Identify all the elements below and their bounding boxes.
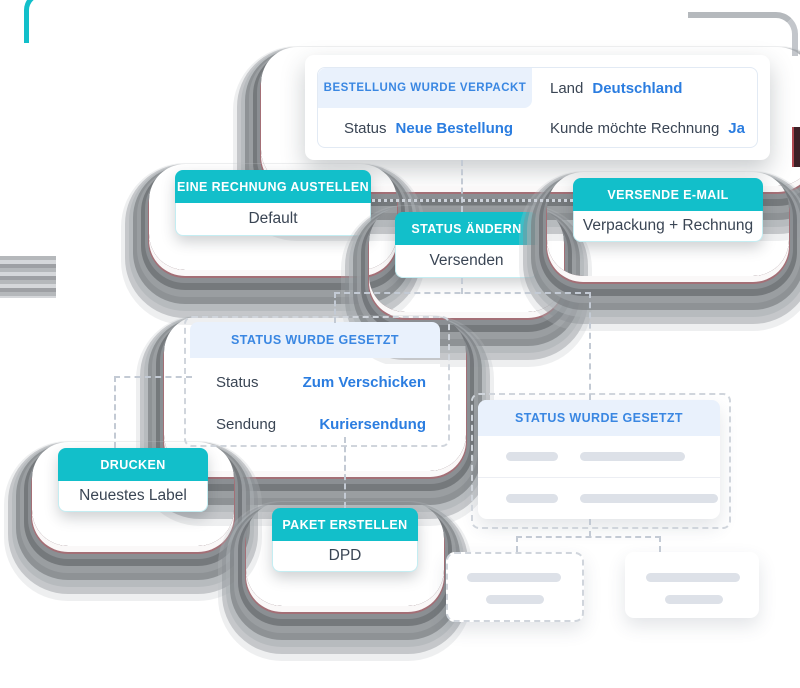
connector-rechts-down: [589, 519, 591, 537]
field-label: Kunde möchte Rechnung: [550, 119, 720, 137]
drop-zone-outline-status-rechts: [471, 393, 731, 529]
connector-to-status-links: [334, 292, 336, 323]
node-eine-rechnung-austellen[interactable]: EINE RECHNUNG AUSTELLEN Default: [175, 170, 371, 236]
connector-statusaendern-down: [461, 278, 463, 294]
node-paket-erstellen[interactable]: PAKET ERSTELLEN DPD: [272, 508, 418, 572]
node-placeholder-right[interactable]: [625, 552, 759, 618]
node-versende-email[interactable]: VERSENDE E-MAIL Verpackung + Rechnung: [573, 178, 763, 242]
row-divider: [478, 477, 720, 478]
clipped-card-corner-artifact: [24, 0, 85, 43]
node-header: EINE RECHNUNG AUSTELLEN: [175, 170, 371, 203]
field-value: Kuriersendung: [319, 415, 426, 433]
placeholder-line: [580, 494, 718, 503]
connector-rechts-branch-h: [516, 536, 661, 538]
node-value: Versenden: [395, 245, 538, 278]
node-header: PAKET ERSTELLEN: [272, 508, 418, 541]
placeholder-line: [506, 494, 558, 503]
node-header: VERSENDE E-MAIL: [573, 178, 763, 211]
node-status-wurde-gesetzt-rechts[interactable]: STATUS WURDE GESETZT: [478, 400, 720, 519]
node-value: DPD: [272, 541, 418, 572]
connector-top-to-statusaendern: [461, 160, 463, 212]
node-header: STATUS WURDE GESETZT: [478, 400, 720, 436]
connector-to-paket: [344, 437, 346, 508]
field-invoice: Kunde möchte Rechnung Ja: [550, 120, 745, 137]
placeholder-line: [665, 595, 723, 604]
field-value: Neue Bestellung: [395, 119, 514, 137]
field-label: Status: [216, 373, 259, 391]
info-row-2: Status Neue Bestellung Kunde möchte Rech…: [318, 108, 757, 148]
field-land: Land Deutschland: [550, 80, 682, 97]
connector-elbow-drucken-h: [114, 376, 192, 378]
node-header: DRUCKEN: [58, 448, 208, 481]
field-status: Status Neue Bestellung: [344, 120, 550, 137]
placeholder-line: [467, 573, 561, 582]
node-drucken[interactable]: DRUCKEN Neuestes Label: [58, 448, 208, 512]
field-label: Land: [550, 79, 584, 97]
connector-horizontal-mid: [334, 292, 591, 294]
node-placeholder-left[interactable]: [446, 552, 584, 622]
clipped-shadow-artifact: [688, 12, 798, 56]
placeholder-line: [646, 573, 740, 582]
field-value: Ja: [728, 119, 745, 137]
connector-horizontal-dotted: [372, 199, 573, 202]
clipped-edge-artifact: [792, 127, 800, 167]
node-header: STATUS WURDE GESETZT: [190, 322, 440, 358]
connector-branch-right: [659, 536, 661, 552]
field-label: Sendung: [216, 415, 277, 433]
shadow-streaks-artifact: [0, 256, 56, 298]
placeholder-line: [486, 595, 544, 604]
node-bestellung-wurde-verpackt[interactable]: BESTELLUNG WURDE VERPACKT Land Deutschla…: [305, 55, 770, 160]
field-value: Deutschland: [592, 79, 683, 97]
connector-elbow-drucken-v: [114, 376, 116, 448]
connector-branch-left: [516, 536, 518, 552]
field-row: Sendung Kuriersendung: [190, 406, 440, 442]
node-value: Neuestes Label: [58, 481, 208, 512]
placeholder-line: [580, 452, 685, 461]
node-status-aendern[interactable]: STATUS ÄNDERN Versenden: [395, 212, 538, 278]
node-header: STATUS ÄNDERN: [395, 212, 538, 245]
field-row: Status Zum Verschicken: [190, 364, 440, 400]
field-label: Status: [344, 119, 387, 137]
node-header-badge: BESTELLUNG WURDE VERPACKT: [318, 68, 532, 108]
node-status-wurde-gesetzt-links[interactable]: STATUS WURDE GESETZT Status Zum Verschic…: [190, 322, 440, 442]
field-value: Zum Verschicken: [302, 373, 426, 391]
info-row-1: BESTELLUNG WURDE VERPACKT Land Deutschla…: [318, 68, 757, 108]
node-body: BESTELLUNG WURDE VERPACKT Land Deutschla…: [317, 67, 758, 148]
connector-to-status-rechts: [589, 292, 591, 400]
placeholder-line: [506, 452, 558, 461]
drop-zone-outline-status-links: [184, 316, 450, 447]
node-value: Verpackung + Rechnung: [573, 211, 763, 242]
node-value: Default: [175, 203, 371, 236]
